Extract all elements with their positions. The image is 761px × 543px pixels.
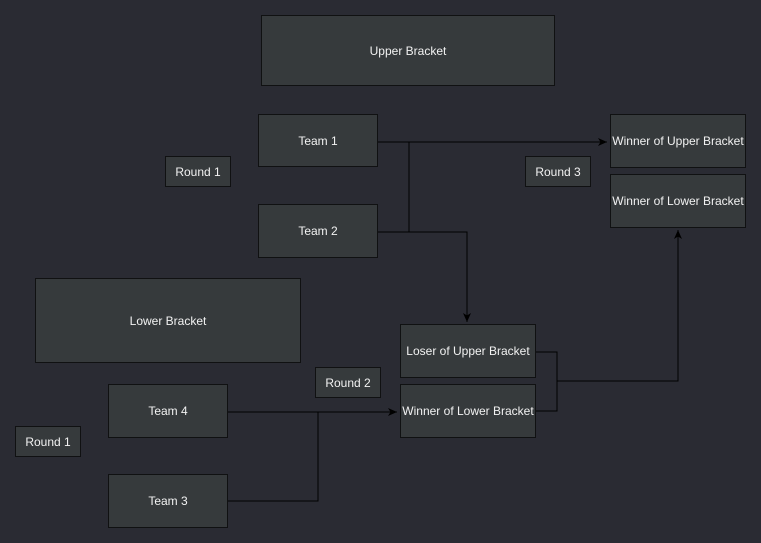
winner-of-lower-mid-box: Winner of Lower Bracket [400, 384, 536, 438]
edge-team2-join [377, 142, 410, 233]
edge-team3-join [227, 412, 319, 502]
lower-bracket-header: Lower Bracket [35, 278, 301, 363]
edge-team2-to-loser-upper [409, 231, 471, 322]
team-1-box: Team 1 [258, 114, 378, 167]
edge-round2-to-final-lower-winner [557, 230, 682, 382]
final-winner-lower-box: Winner of Lower Bracket [610, 174, 746, 228]
team-3-box: Team 3 [108, 474, 228, 528]
round-2-label: Round 2 [315, 367, 381, 398]
lower-round-1-label: Round 1 [15, 426, 81, 457]
round-3-label: Round 3 [525, 156, 591, 187]
upper-bracket-header: Upper Bracket [261, 15, 555, 86]
edge-round2-join [535, 351, 558, 412]
team-2-box: Team 2 [258, 204, 378, 258]
team-4-box: Team 4 [108, 384, 228, 438]
loser-of-upper-box: Loser of Upper Bracket [400, 324, 536, 378]
final-winner-upper-box: Winner of Upper Bracket [610, 114, 746, 168]
upper-round-1-label: Round 1 [165, 156, 231, 187]
